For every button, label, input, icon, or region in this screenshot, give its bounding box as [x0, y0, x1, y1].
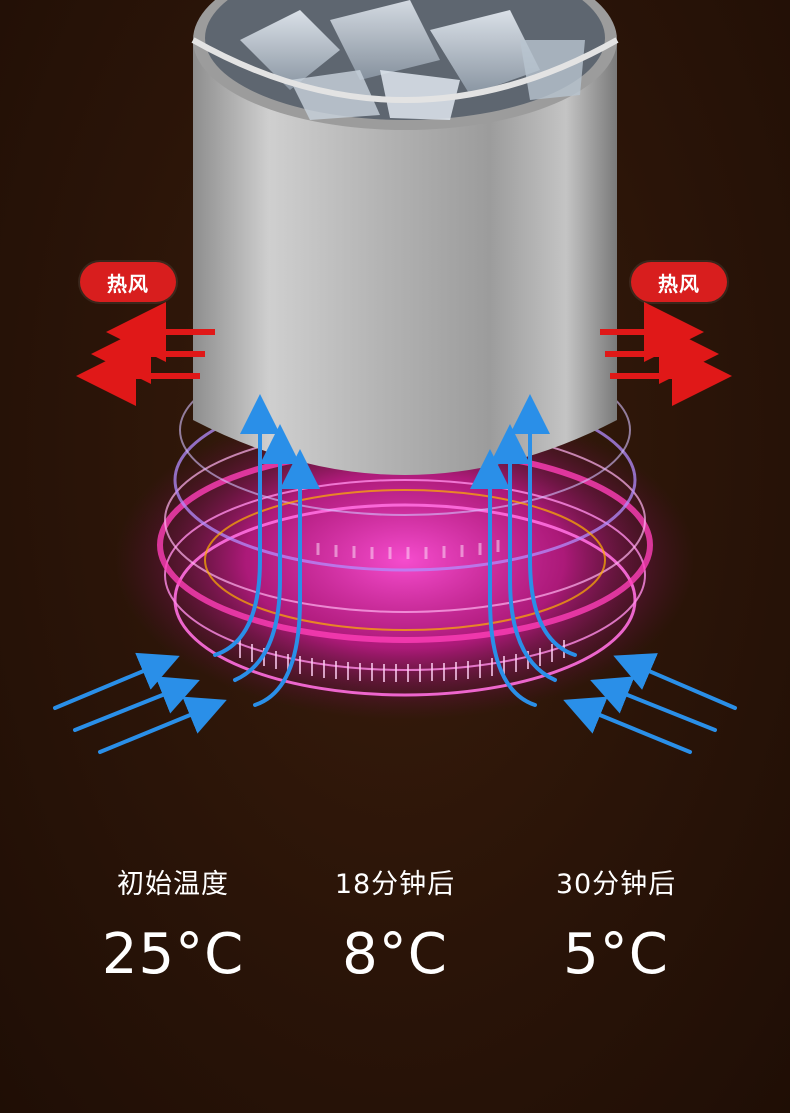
- stat-label: 18分钟后: [334, 869, 456, 900]
- stat-value: 25°C: [101, 922, 245, 987]
- steel-cup: [191, 0, 619, 475]
- stat-value: 5°C: [563, 922, 669, 987]
- temperature-stats: 初始温度 25°C 18分钟后 8°C 30分钟后 5°C: [0, 860, 790, 1000]
- hot-air-arrows-left: [76, 302, 215, 406]
- stat-18min: 18分钟后 8°C: [285, 860, 505, 1000]
- stat-label: 30分钟后: [555, 869, 677, 900]
- stat-value: 8°C: [342, 922, 448, 987]
- stat-30min: 30分钟后 5°C: [506, 860, 726, 1000]
- hot-air-badge-left: 热风: [80, 262, 176, 302]
- hot-air-badge-right: 热风: [631, 262, 727, 302]
- stat-initial: 初始温度 25°C: [63, 860, 283, 1000]
- hot-air-arrows-right: [600, 302, 732, 406]
- stat-label: 初始温度: [117, 869, 229, 900]
- cold-air-arrows: [53, 394, 737, 754]
